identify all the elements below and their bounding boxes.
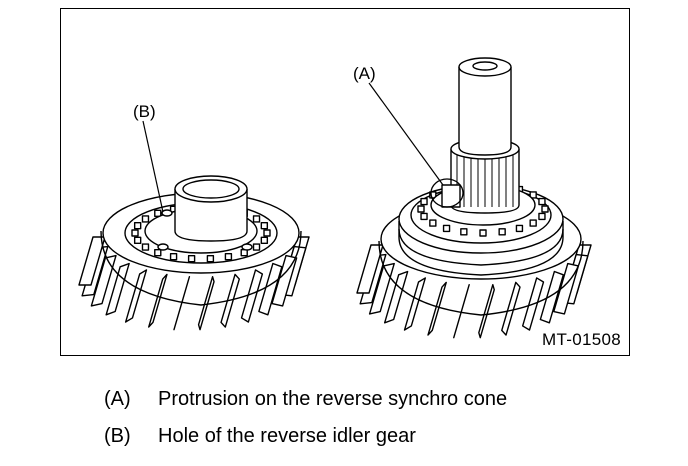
legend-text: Hole of the reverse idler gear — [158, 425, 416, 447]
dog-tooth — [417, 205, 425, 213]
synchro-ring-1 — [398, 221, 564, 276]
callout-a-label: (A) — [353, 64, 376, 83]
dog-tooth — [429, 219, 437, 227]
gear-tooth — [78, 236, 106, 286]
dog-tooth — [429, 191, 437, 199]
idler-gear-body — [100, 230, 302, 306]
idler-hole — [161, 209, 173, 217]
dog-tooth — [260, 236, 269, 245]
reverse-synchro-assembly: (A) — [353, 57, 592, 339]
shaft-spline-lines — [456, 155, 514, 207]
gear-illustration: (B) (A) — [78, 57, 592, 339]
synchro-gear-body — [378, 240, 584, 316]
gear-tooth — [383, 270, 409, 324]
gear-tooth — [368, 262, 395, 315]
dog-tooth — [442, 224, 451, 233]
gear-tooth — [173, 276, 191, 331]
legend-label: (B) — [104, 425, 131, 447]
gear-tooth — [427, 281, 447, 336]
dog-tooth — [133, 236, 142, 245]
gear-tooth — [539, 270, 565, 324]
dog-tooth — [252, 243, 261, 251]
idler-boss — [174, 189, 248, 242]
shaft-top — [458, 57, 512, 77]
dog-tooth — [420, 197, 428, 206]
gear-tooth — [90, 254, 117, 307]
gear-tooth — [148, 273, 168, 328]
gear-tooth — [197, 276, 215, 331]
dog-tooth — [529, 191, 537, 199]
legend-item-a: (A) Protrusion on the reverse synchro con… — [104, 387, 507, 411]
gear-tooth — [105, 262, 130, 316]
dog-tooth — [479, 229, 487, 237]
gear-tooth — [271, 254, 298, 307]
shaft — [458, 67, 512, 156]
idler-hole — [241, 243, 253, 251]
dog-tooth — [263, 229, 271, 237]
gear-tooth — [478, 284, 495, 339]
gear-tooth — [124, 269, 148, 323]
dog-tooth — [133, 221, 142, 230]
legend-label: (A) — [104, 388, 131, 410]
dog-tooth — [260, 221, 269, 230]
legend-text: Protrusion on the reverse synchro cone — [158, 388, 508, 410]
dog-tooth — [224, 252, 233, 261]
figure-code: MT-01508 — [542, 330, 621, 349]
dog-tooth — [206, 255, 215, 263]
gear-tooth — [240, 269, 264, 323]
dog-tooth — [141, 243, 150, 251]
dog-tooth — [169, 252, 178, 261]
dog-tooth — [154, 248, 162, 257]
protrusion-highlight-circle — [430, 178, 464, 208]
gear-tooth — [453, 284, 470, 339]
dog-tooth — [538, 197, 546, 206]
dog-tooth — [515, 224, 524, 233]
dog-tooth — [252, 215, 261, 223]
dog-tooth — [420, 212, 428, 221]
dog-tooth — [529, 219, 537, 227]
callout-a-leader — [368, 82, 444, 186]
dog-tooth — [187, 255, 196, 263]
idler-hole — [157, 243, 169, 251]
gear-tooth — [501, 281, 521, 336]
dog-tooth — [498, 228, 506, 236]
illustration-frame: (B) (A) — [60, 8, 630, 356]
dog-tooth — [141, 215, 150, 223]
dog-tooth — [541, 205, 549, 213]
callout-b-label: (B) — [133, 102, 156, 121]
gear-tooth — [356, 244, 384, 294]
gear-tooth — [403, 277, 427, 331]
dog-tooth — [131, 229, 139, 237]
dog-tooth — [538, 212, 546, 221]
reverse-idler-gear: (B) — [78, 102, 310, 331]
legend-item-b: (B) Hole of the reverse idler gear — [104, 424, 416, 448]
gear-tooth — [258, 262, 283, 316]
dog-tooth — [460, 228, 468, 236]
callout-b-leader — [142, 120, 164, 213]
